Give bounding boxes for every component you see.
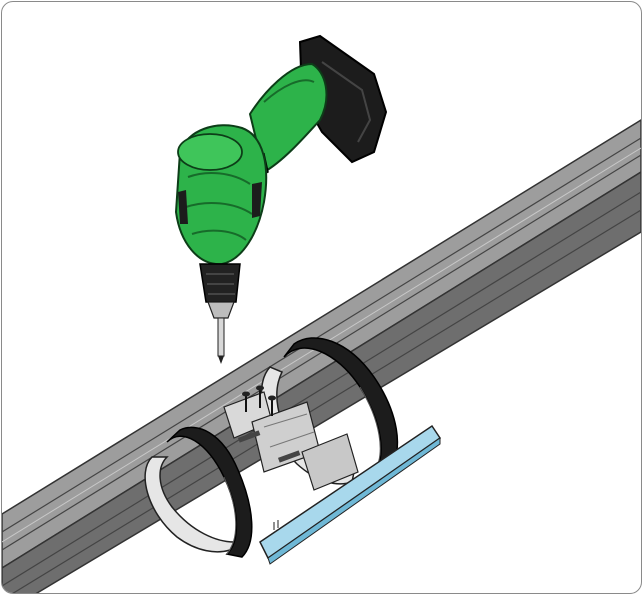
blue-strip-icon	[259, 424, 442, 565]
screw-icon	[242, 385, 276, 416]
clamp-strap-icon	[144, 426, 253, 558]
cordless-drill-icon	[174, 34, 388, 364]
saddle-plate	[223, 391, 359, 491]
